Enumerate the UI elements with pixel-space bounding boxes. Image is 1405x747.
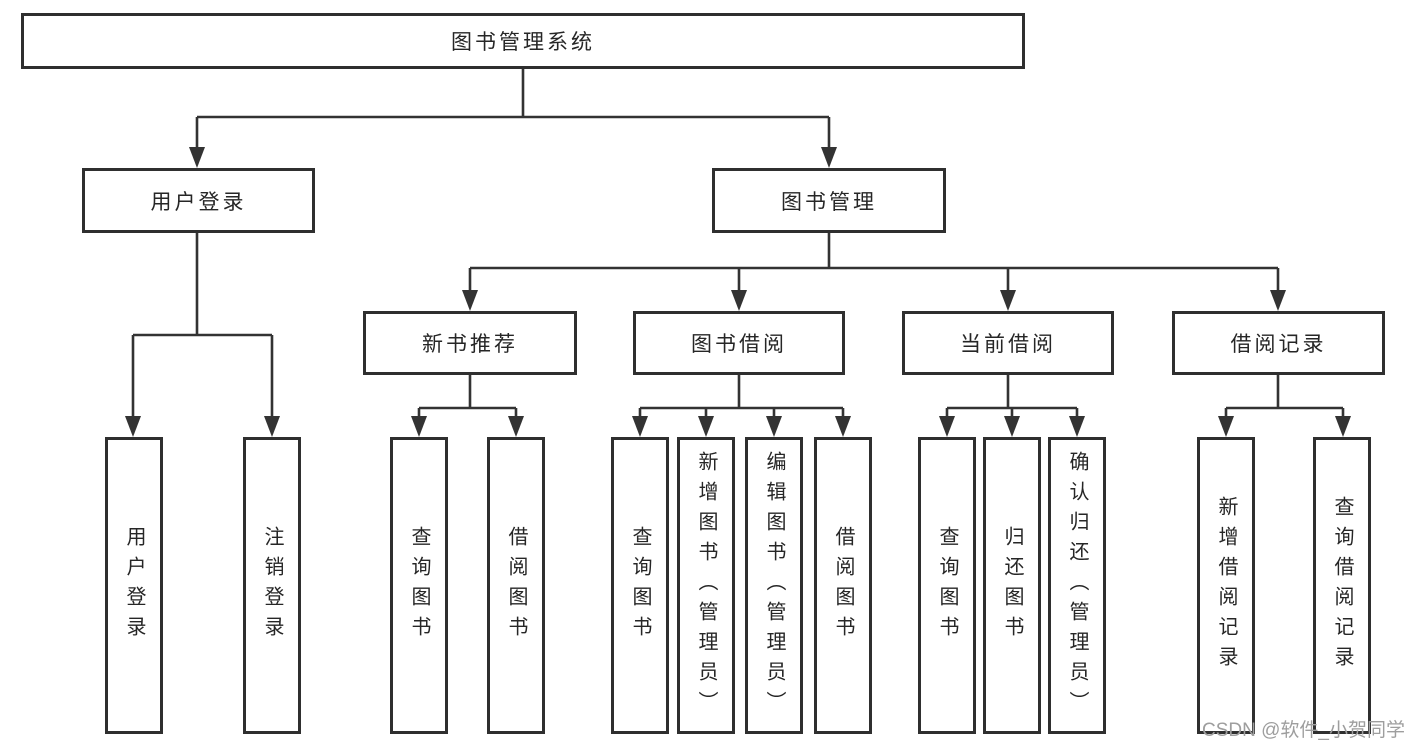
leaf-query-book-1: 查询图书 <box>390 437 448 734</box>
node-library-system: 图书管理系统 <box>21 13 1025 69</box>
node-borrow-record: 借阅记录 <box>1172 311 1385 375</box>
connectors-record-to-leaves <box>1218 375 1351 437</box>
leaf-add-book-admin: 新增图书（管理员） <box>677 437 735 734</box>
connectors-borrow-to-leaves <box>632 375 851 437</box>
leaf-add-borrow-record: 新增借阅记录 <box>1197 437 1255 734</box>
connectors-newbook-to-leaves <box>411 375 524 437</box>
node-current-borrow: 当前借阅 <box>902 311 1114 375</box>
leaf-confirm-return-admin: 确认归还（管理员） <box>1048 437 1106 734</box>
leaf-edit-book-admin: 编辑图书（管理员） <box>745 437 803 734</box>
leaf-query-book-3: 查询图书 <box>918 437 976 734</box>
node-user-login: 用户登录 <box>82 168 315 233</box>
leaf-borrow-book-2: 借阅图书 <box>814 437 872 734</box>
leaf-return-book: 归还图书 <box>983 437 1041 734</box>
node-book-management: 图书管理 <box>712 168 946 233</box>
connectors-root-to-level2 <box>189 69 837 168</box>
leaf-query-borrow-record: 查询借阅记录 <box>1313 437 1371 734</box>
csdn-watermark: CSDN @软件_小贺同学 <box>1202 720 1405 741</box>
node-new-book-recommend: 新书推荐 <box>363 311 577 375</box>
node-book-borrow: 图书借阅 <box>633 311 845 375</box>
leaf-logout: 注销登录 <box>243 437 301 734</box>
leaf-user-login: 用户登录 <box>105 437 163 734</box>
connectors-current-to-leaves <box>939 375 1085 437</box>
connectors-bookmgmt-to-level3 <box>462 233 1286 311</box>
connectors-userlogin-to-leaves <box>125 233 280 437</box>
leaf-borrow-book-1: 借阅图书 <box>487 437 545 734</box>
leaf-query-book-2: 查询图书 <box>611 437 669 734</box>
